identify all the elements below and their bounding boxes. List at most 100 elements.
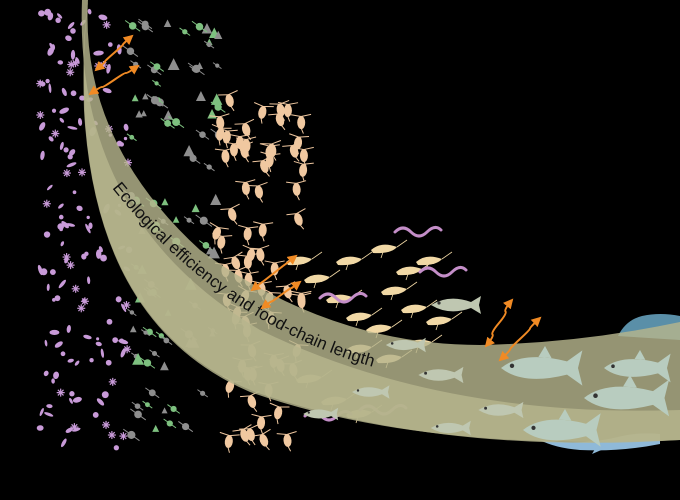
worm-icon [318, 291, 368, 304]
copepod-icon [212, 232, 233, 254]
phytoplankton-icon [51, 108, 57, 113]
phytoplankton-icon [67, 154, 73, 160]
phytoplankton-icon [77, 118, 83, 126]
copepod-icon [220, 203, 240, 225]
phytoplankton-icon [96, 398, 105, 406]
phytoplankton-icon [119, 338, 124, 344]
diatom-icon [196, 62, 204, 69]
phytoplankton-icon [86, 215, 90, 220]
phytoplankton-icon [36, 111, 45, 120]
phytoplankton-icon [105, 359, 112, 366]
phytoplankton-icon [98, 14, 108, 21]
phytoplankton-icon [62, 169, 71, 178]
phytoplankton-icon [57, 223, 64, 230]
diatom-icon [163, 418, 177, 429]
copepod-icon [209, 222, 229, 245]
phytoplankton-icon [77, 304, 86, 313]
phytoplankton-icon [40, 150, 45, 161]
phytoplankton-icon [87, 276, 91, 285]
phytoplankton-icon [65, 427, 73, 433]
copepod-icon [251, 428, 271, 451]
copepod-icon [293, 160, 314, 182]
fish-icon [303, 407, 339, 421]
phytoplankton-icon [44, 339, 48, 347]
phytoplankton-icon [123, 123, 129, 131]
phytoplankton-icon [102, 420, 111, 429]
copepod-icon [211, 123, 232, 146]
tuna-icon [523, 409, 601, 447]
diatom-icon [152, 79, 162, 87]
phytoplankton-icon [38, 10, 45, 17]
diatom-icon [124, 20, 141, 32]
fish-icon [352, 385, 390, 399]
copepod-icon [276, 431, 297, 452]
diatom-icon [160, 361, 169, 371]
diatom-icon [145, 387, 160, 399]
phytoplankton-icon [48, 83, 52, 94]
phytoplankton-icon [55, 17, 61, 23]
phytoplankton-icon [70, 90, 77, 97]
tuna-icon [604, 350, 671, 383]
diatom-icon [197, 389, 209, 398]
phytoplankton-icon [43, 370, 49, 377]
diatom-icon [195, 90, 206, 101]
phytoplankton-icon [83, 334, 92, 340]
efficiency-band-core [83, 0, 680, 442]
phytoplankton-icon [102, 88, 112, 94]
phytoplankton-icon [120, 348, 126, 358]
diatom-icon [195, 214, 213, 227]
phytoplankton-icon [42, 199, 51, 208]
phytoplankton-icon [37, 264, 43, 276]
phytoplankton-icon [66, 324, 71, 333]
diatom-icon [163, 19, 172, 28]
phytoplankton-icon [70, 28, 76, 34]
phytoplankton-icon [107, 431, 116, 440]
phytoplankton-icon [67, 60, 76, 69]
phytoplankton-icon [51, 129, 60, 138]
phytoplankton-icon [44, 412, 54, 417]
diatom-icon [135, 110, 143, 118]
copepod-icon [289, 133, 310, 155]
diatom-icon [146, 94, 164, 107]
diatom-icon [183, 216, 195, 225]
copepod-icon [235, 179, 256, 200]
phytoplankton-icon [66, 68, 75, 77]
shrimp-icon [416, 251, 453, 271]
diatom-icon [160, 336, 173, 346]
phytoplankton-icon [54, 295, 61, 302]
phytoplankton-icon [92, 412, 99, 418]
diatom-icon [139, 357, 156, 369]
diatom-icon [131, 94, 139, 102]
phytoplankton-icon [112, 337, 119, 343]
phytoplankton-icon [49, 269, 56, 275]
copepod-icon [277, 101, 299, 122]
diatom-icon [163, 110, 174, 120]
phytoplankton-icon [39, 122, 46, 131]
diatom-icon [132, 352, 145, 365]
phytoplankton-icon [46, 404, 53, 409]
diatom-icon [167, 404, 181, 414]
diatom-icon [195, 129, 210, 140]
phytoplankton-icon [63, 147, 69, 153]
diatom-icon [142, 400, 153, 409]
phytoplankton-icon [39, 407, 44, 417]
copepod-icon [239, 424, 259, 446]
copepod-icon [286, 180, 307, 201]
phytoplankton-icon [67, 358, 74, 363]
phytoplankton-icon [54, 341, 63, 348]
phytoplankton-icon [115, 296, 122, 303]
phytoplankton-icon [107, 42, 113, 47]
phytoplankton-icon [59, 107, 69, 114]
energy-loss-arrow-icon [484, 298, 514, 348]
phytoplankton-icon [95, 249, 102, 259]
phytoplankton-icon [43, 231, 51, 238]
shrimp-icon [304, 269, 341, 289]
phytoplankton-icon [46, 283, 50, 292]
phytoplankton-icon [67, 22, 75, 29]
phytoplankton-icon [65, 35, 72, 42]
copepod-icon [269, 99, 290, 121]
copepod-icon [218, 90, 238, 112]
phytoplankton-icon [84, 251, 89, 257]
phytoplankton-icon [95, 341, 102, 347]
phytoplankton-icon [119, 432, 128, 441]
